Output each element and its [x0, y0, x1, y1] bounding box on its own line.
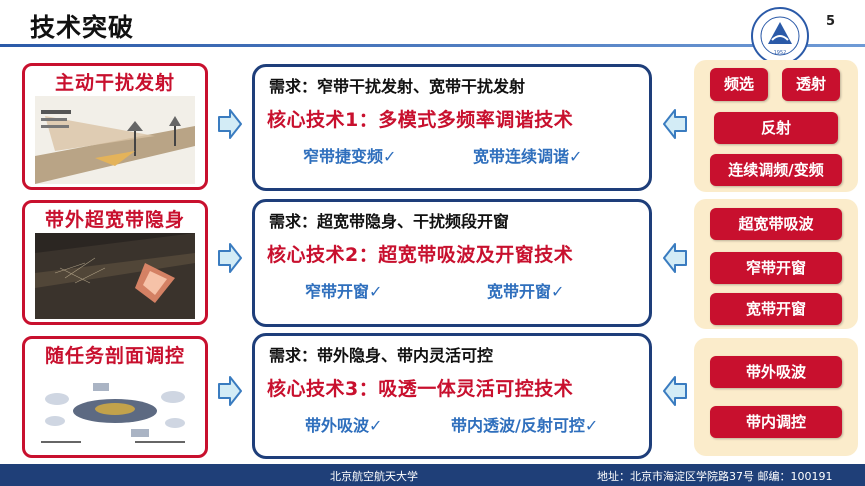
- left-card-active-jamming: 主动干扰发射: [22, 63, 208, 190]
- tag-continuous-tuning: 连续调频/变频: [710, 154, 842, 186]
- tag-panel-2: 超宽带吸波 窄带开窗 宽带开窗: [694, 199, 858, 329]
- core-technology-text: 核心技术2：超宽带吸波及开窗技术: [267, 244, 574, 266]
- antenna-array-diagram-image: [35, 369, 195, 453]
- core-tech-card-2: 需求：超宽带隐身、干扰频段开窗 核心技术2：超宽带吸波及开窗技术 窄带开窗✓ 宽…: [252, 199, 652, 327]
- title-divider: [0, 44, 865, 47]
- footer-bar: [0, 464, 865, 486]
- arrow-right-icon: [218, 243, 242, 273]
- left-card-title: 带外超宽带隐身: [44, 209, 185, 231]
- tag-narrowband-window: 窄带开窗: [710, 252, 842, 284]
- arrow-left-icon: [663, 376, 687, 406]
- university-seal-logo: 1952: [751, 7, 809, 65]
- core-tech-card-1: 需求：窄带干扰发射、宽带干扰发射 核心技术1：多模式多频率调谐技术 窄带捷变频✓…: [252, 64, 652, 191]
- tag-in-band-control: 带内调控: [710, 406, 842, 438]
- tag-panel-3: 带外吸波 带内调控: [694, 338, 858, 456]
- left-card-title: 随任务剖面调控: [44, 345, 185, 367]
- page-number: 5: [826, 14, 836, 29]
- requirement-text: 需求：窄带干扰发射、宽带干扰发射: [269, 77, 526, 96]
- tag-transmission: 透射: [782, 68, 840, 101]
- tag-out-of-band-absorption: 带外吸波: [710, 356, 842, 388]
- arrow-right-icon: [218, 109, 242, 139]
- feature-text: 宽带开窗✓: [487, 282, 565, 301]
- left-card-title: 主动干扰发射: [54, 72, 175, 94]
- left-card-mission-profile-control: 随任务剖面调控: [22, 336, 208, 458]
- core-technology-text: 核心技术3：吸透一体灵活可控技术: [267, 378, 574, 400]
- feature-text: 窄带捷变频✓: [303, 147, 397, 166]
- left-card-ultrawideband-stealth: 带外超宽带隐身: [22, 200, 208, 325]
- slide-title: 技术突破: [30, 13, 135, 42]
- feature-text: 窄带开窗✓: [305, 282, 383, 301]
- tag-wideband-window: 宽带开窗: [710, 293, 842, 325]
- jamming-scenario-image: [35, 96, 195, 184]
- feature-text: 带内透波/反射可控✓: [451, 416, 599, 435]
- arrow-left-icon: [663, 243, 687, 273]
- requirement-text: 需求：超宽带隐身、干扰频段开窗: [269, 212, 510, 231]
- tag-frequency-select: 频选: [710, 68, 768, 101]
- tag-panel-1: 频选 透射 反射 连续调频/变频: [694, 60, 858, 192]
- svg-text:1952: 1952: [774, 50, 787, 56]
- core-tech-card-3: 需求：带外隐身、带内灵活可控 核心技术3：吸透一体灵活可控技术 带外吸波✓ 带内…: [252, 333, 652, 459]
- feature-text: 带外吸波✓: [305, 416, 383, 435]
- footer-address: 地址：北京市海淀区学院路37号 邮编：100191: [597, 470, 833, 483]
- footer-university: 北京航空航天大学: [330, 470, 418, 483]
- arrow-right-icon: [218, 376, 242, 406]
- arrow-left-icon: [663, 109, 687, 139]
- requirement-text: 需求：带外隐身、带内灵活可控: [269, 346, 494, 365]
- tag-reflection: 反射: [714, 112, 838, 144]
- core-technology-text: 核心技术1：多模式多频率调谐技术: [267, 109, 574, 131]
- stealth-aircraft-image: [35, 233, 195, 319]
- feature-text: 宽带连续调谐✓: [473, 147, 583, 166]
- tag-ultrawideband-absorption: 超宽带吸波: [710, 208, 842, 240]
